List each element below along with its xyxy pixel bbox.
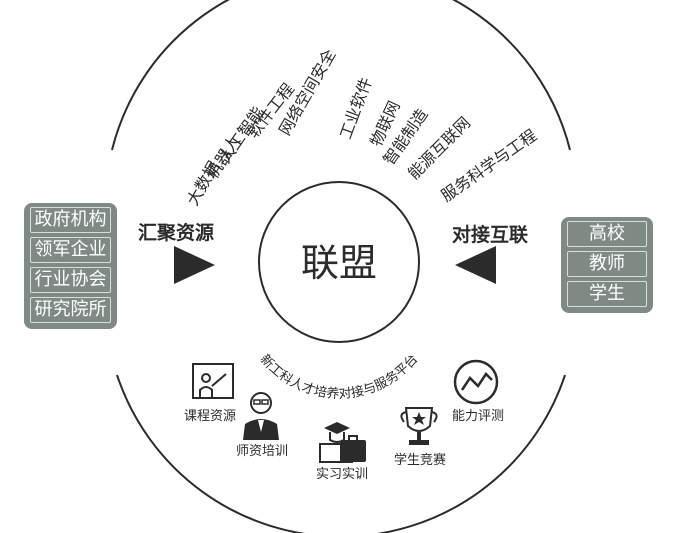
right-target-panel: 高校 教师 学生 bbox=[561, 217, 653, 313]
right-arrow bbox=[455, 246, 496, 284]
evaluation-chart-icon bbox=[453, 359, 499, 405]
left-group-title: 汇聚资源 bbox=[138, 222, 215, 244]
presentation-board-icon bbox=[192, 363, 234, 399]
source-item: 行业协会 bbox=[30, 267, 111, 293]
center-circle bbox=[258, 181, 420, 343]
service-label: 实习实训 bbox=[316, 467, 368, 482]
service-label: 师资培训 bbox=[236, 443, 288, 459]
target-item: 学生 bbox=[567, 281, 647, 307]
graduate-toolbox-icon bbox=[319, 422, 366, 463]
target-item: 高校 bbox=[567, 221, 647, 247]
left-source-panel: 政府机构 领军企业 行业协会 研究院所 bbox=[24, 203, 117, 329]
source-item: 研究院所 bbox=[30, 297, 111, 323]
source-item: 政府机构 bbox=[30, 207, 111, 233]
platform-label: 新工科人才培养对接与服务平台 bbox=[257, 351, 422, 402]
center-label: 联盟 bbox=[301, 241, 377, 285]
domain-label: 工业软件 bbox=[336, 75, 376, 142]
source-item: 领军企业 bbox=[30, 237, 111, 263]
left-arrow bbox=[174, 246, 215, 284]
outer-arc-top bbox=[111, 0, 571, 151]
teacher-icon bbox=[243, 392, 279, 440]
right-group-title: 对接互联 bbox=[452, 224, 529, 246]
trophy-icon bbox=[400, 407, 438, 445]
service-label: 能力评测 bbox=[452, 409, 504, 424]
service-label: 课程资源 bbox=[184, 409, 236, 424]
outer-arc-bottom bbox=[116, 374, 566, 533]
service-label: 学生竞赛 bbox=[394, 452, 446, 468]
target-item: 教师 bbox=[567, 251, 647, 277]
